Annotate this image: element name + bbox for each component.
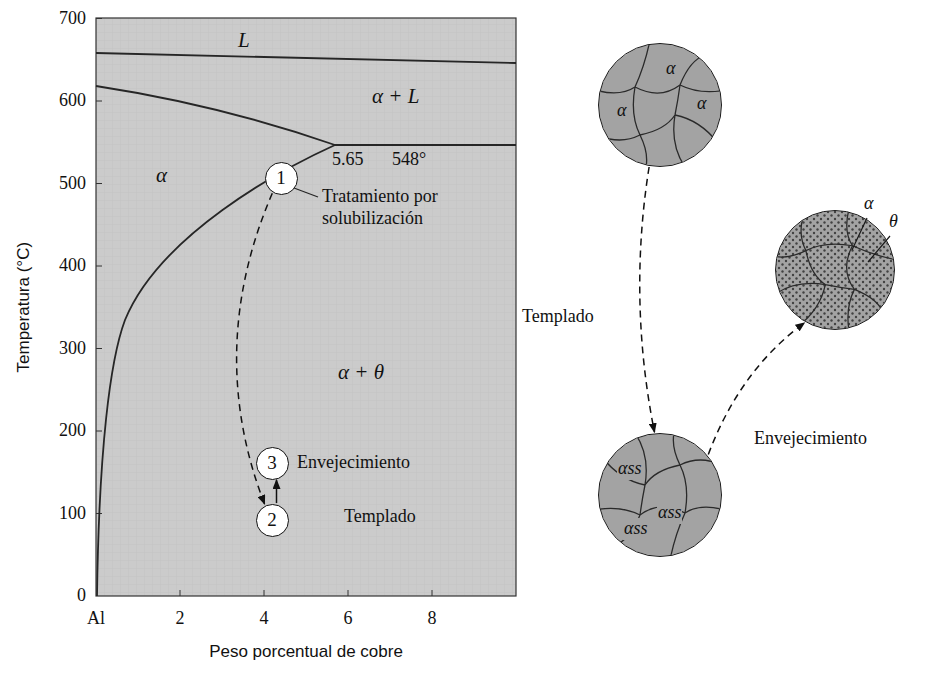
microstructure-circle: αssαssαss xyxy=(598,433,722,557)
axis-title: Peso porcentual de cobre xyxy=(209,642,403,662)
axis-tick: 400 xyxy=(59,255,86,277)
phase-label: αss xyxy=(617,458,642,480)
axis-tick: 100 xyxy=(59,503,86,525)
leader-line xyxy=(294,188,318,197)
step-label: Templado xyxy=(344,506,416,528)
axis-tick: 0 xyxy=(77,585,86,607)
region-label: α xyxy=(156,163,167,188)
step-label: Envejecimiento xyxy=(297,452,410,474)
phase-label: αss xyxy=(657,502,682,524)
process-arrow xyxy=(276,480,278,503)
axis-tick: 600 xyxy=(59,90,86,112)
process-arrow xyxy=(640,167,655,432)
phase-label: α xyxy=(616,100,627,122)
phase-label: θ xyxy=(888,211,899,233)
composition-value: 5.65 xyxy=(332,149,364,171)
leader-line xyxy=(852,218,890,262)
axis-tick: 2 xyxy=(176,608,185,630)
axis-title: Temperatura (°C) xyxy=(14,242,34,373)
microstructure-circle: ααα xyxy=(598,43,722,167)
region-label: α + θ xyxy=(338,360,384,385)
grain-boundaries xyxy=(594,429,725,560)
region-label: α + L xyxy=(372,84,419,109)
phase-label: αss xyxy=(623,518,648,540)
solvus-curve xyxy=(97,145,335,596)
eutectic-line xyxy=(335,144,516,146)
axis-tick: Al xyxy=(87,608,105,630)
step-circle: 2 xyxy=(256,504,289,537)
step-number: 1 xyxy=(276,167,286,190)
axis-tick: 500 xyxy=(59,173,86,195)
step-number: 2 xyxy=(267,509,277,532)
axis-tick: 200 xyxy=(59,420,86,442)
step-circle: 3 xyxy=(256,447,289,480)
grain-fill xyxy=(599,434,721,556)
precipitate-dots xyxy=(770,205,900,335)
axis-tick: 300 xyxy=(59,338,86,360)
phase-boundaries xyxy=(96,53,516,596)
liquidus-line xyxy=(96,53,516,63)
temperature-value: 548° xyxy=(392,149,426,171)
arrow-label: Templado xyxy=(520,306,596,328)
grain-fill xyxy=(599,44,721,166)
axis-tick: 700 xyxy=(59,8,86,30)
axis-tick: 4 xyxy=(260,608,269,630)
arrow-label: Envejecimiento xyxy=(752,428,869,450)
step-number: 3 xyxy=(267,452,277,475)
grain-boundaries xyxy=(595,40,726,171)
microstructure-circle: αθ xyxy=(775,210,895,330)
axis-tick: 6 xyxy=(344,608,353,630)
region-label: L xyxy=(238,28,250,53)
phase-label: α xyxy=(863,193,874,215)
step-circle: 1 xyxy=(265,162,298,195)
axis-ticks xyxy=(96,19,432,597)
step-label: Tratamiento por solubilización xyxy=(322,186,472,229)
phase-label: α xyxy=(696,93,707,115)
axis-tick: 8 xyxy=(428,608,437,630)
phase-label: α xyxy=(665,58,676,80)
plot-area xyxy=(96,18,516,596)
solidus-curve xyxy=(96,86,335,145)
